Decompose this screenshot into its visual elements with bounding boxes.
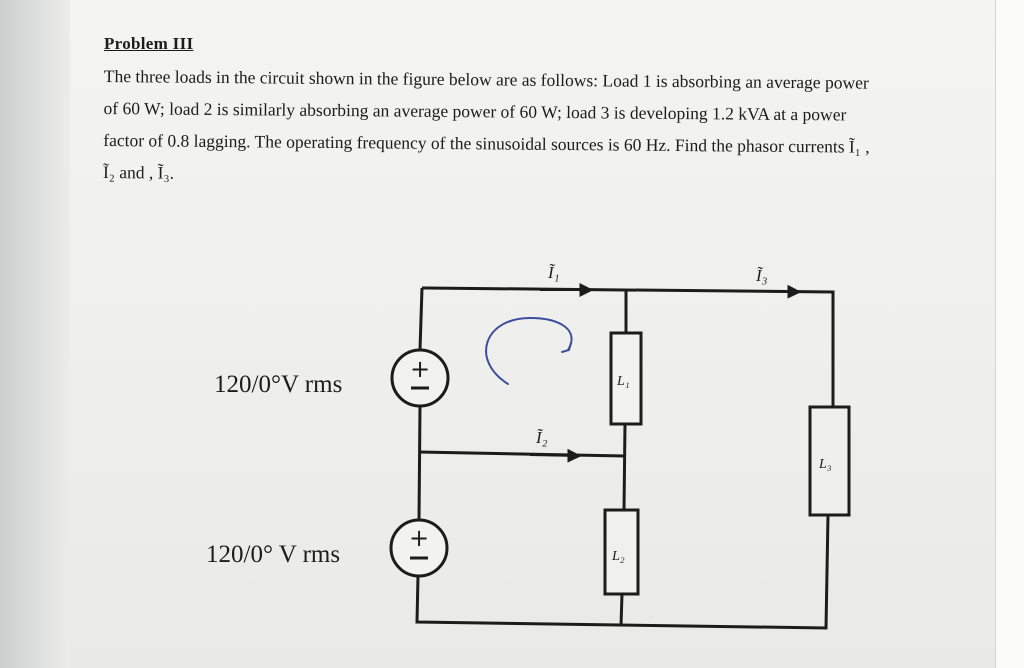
l1-l2-wire [622,423,627,511]
adjacent-page-edge [995,0,1024,668]
problem-title: Problem III [104,34,194,53]
load-2-box [603,508,640,596]
middle-wire [418,450,626,458]
i2-label: Ĩ₂ [535,428,548,447]
i1-label: Ĩ₁ [547,263,560,282]
load-3-label: L₃ [818,457,832,472]
load-1-label: L₁ [616,374,630,389]
load-2-label: L₂ [611,549,625,564]
i2-arrow [529,448,582,463]
page-shadow [0,0,70,668]
source-bottom-label: 120/0° V rms [206,541,340,568]
load-1-box [609,331,643,426]
source-top-label: 120/0°V rms [214,371,342,398]
handdrawn-arrow-head [561,342,572,353]
i3-label: Ĩ₃ [755,266,768,285]
source-top-plus: + [410,355,430,383]
voltage-source-top: + [390,348,450,408]
left-vertical-wire [418,287,424,351]
load-3-box [808,405,851,517]
source-bottom-plus: + [409,524,429,552]
source-link-wire [417,405,422,521]
l2-bottom-wire [619,593,624,627]
i3-arrow [751,284,802,299]
handdrawn-loop-arrow [485,316,573,385]
top-wire [422,286,835,407]
voltage-source-bottom: + [389,518,449,578]
